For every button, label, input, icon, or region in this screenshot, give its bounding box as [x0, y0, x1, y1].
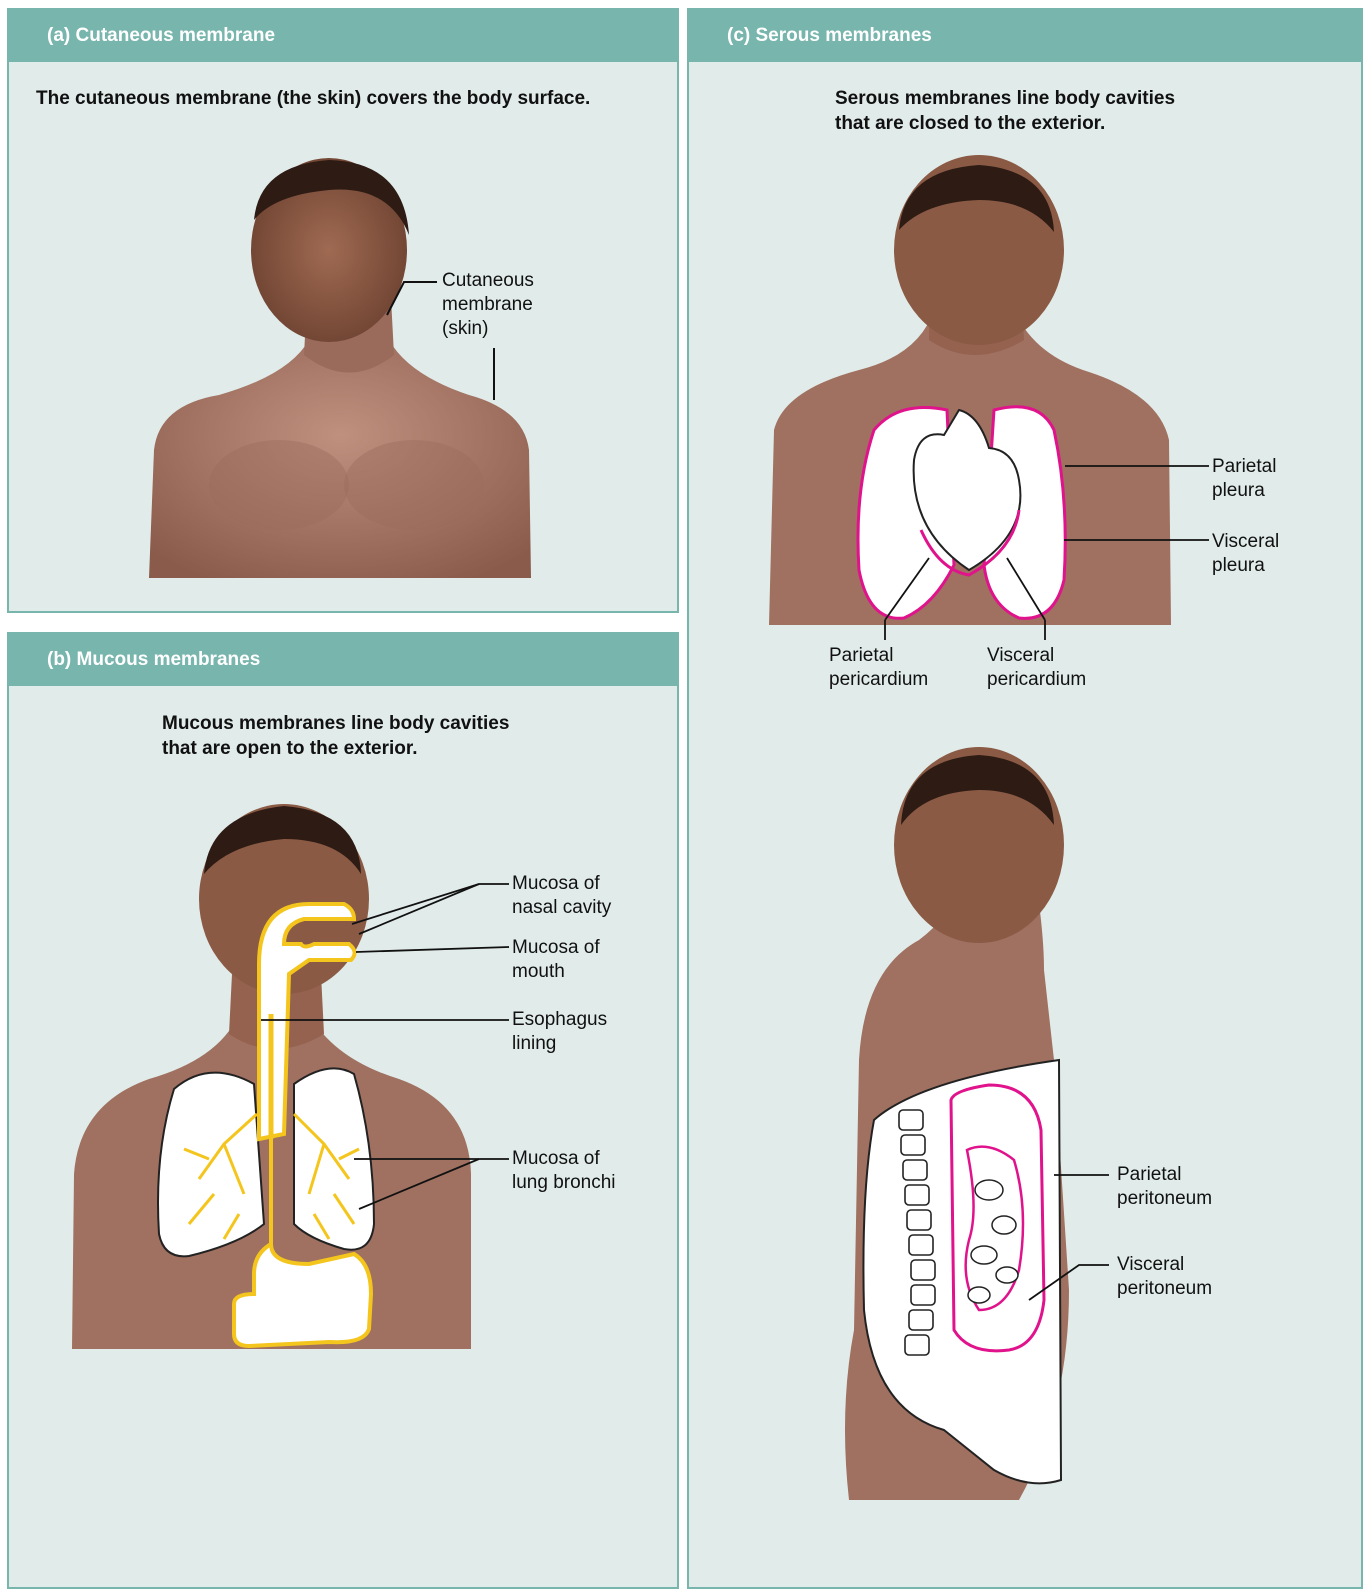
label-cutaneous-membrane: Cutaneous membrane (skin)	[442, 269, 534, 341]
label-mucosa-nasal: Mucosa of nasal cavity	[512, 872, 611, 920]
panel-a-cutaneous: (a) Cutaneous membrane The cutaneous mem…	[7, 8, 679, 613]
label-visceral-pericardium: Visceral pericardium	[987, 644, 1086, 692]
label-visceral-pleura: Visceral pleura	[1212, 530, 1279, 578]
mucous-illustration	[9, 634, 681, 1591]
label-visceral-peritoneum: Visceral peritoneum	[1117, 1253, 1212, 1301]
label-parietal-pleura: Parietal pleura	[1212, 455, 1276, 503]
label-esophagus-lining: Esophagus lining	[512, 1008, 607, 1056]
serous-illustration	[689, 10, 1363, 1591]
torso-shape	[149, 340, 531, 578]
label-parietal-pericardium: Parietal pericardium	[829, 644, 928, 692]
label-mucosa-mouth: Mucosa of mouth	[512, 936, 600, 984]
label-mucosa-bronchi: Mucosa of lung bronchi	[512, 1147, 616, 1195]
panel-b-mucous: (b) Mucous membranes Mucous membranes li…	[7, 632, 679, 1589]
label-parietal-peritoneum: Parietal peritoneum	[1117, 1163, 1212, 1211]
cutaneous-illustration	[9, 10, 681, 615]
panel-c-serous: (c) Serous membranes Serous membranes li…	[687, 8, 1363, 1589]
